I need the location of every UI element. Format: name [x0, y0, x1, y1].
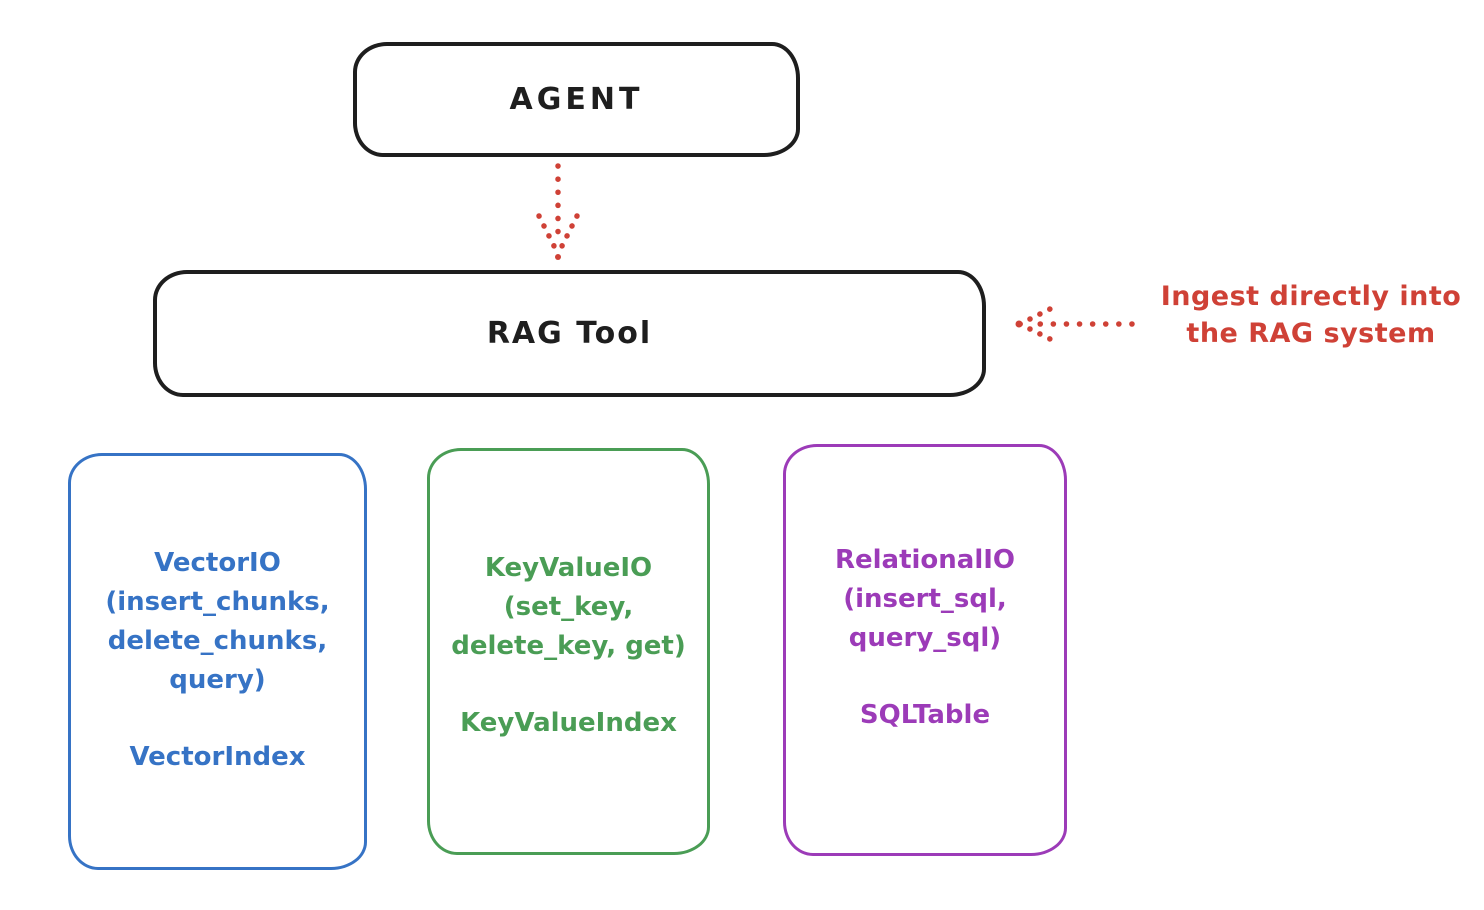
vector-io-title-line: (insert_chunks,: [105, 587, 330, 617]
ingest-annotation: Ingest directly into the RAG system: [1138, 278, 1484, 352]
agent-node: AGENT: [353, 42, 800, 157]
keyvalue-io-title-line: (set_key,: [503, 592, 634, 622]
storage-box-vector-io: VectorIO (insert_chunks, delete_chunks, …: [68, 453, 367, 870]
relational-io-title-line: query_sql): [848, 623, 1002, 653]
relational-io-title-line: (insert_sql,: [843, 584, 1007, 614]
ingest-annotation-line-1: Ingest directly into: [1160, 281, 1462, 312]
storage-box-relational-io: RelationalIO (insert_sql, query_sql) SQL…: [783, 444, 1067, 856]
storage-box-keyvalue-io: KeyValueIO (set_key, delete_key, get) Ke…: [427, 448, 710, 855]
agent-label: AGENT: [509, 82, 644, 117]
sql-table-label: SQLTable: [859, 700, 991, 730]
ingest-annotation-line-2: the RAG system: [1186, 318, 1436, 349]
vector-index-label: VectorIndex: [129, 742, 306, 772]
vector-io-title: VectorIO (insert_chunks, delete_chunks, …: [105, 544, 329, 700]
keyvalue-io-title: KeyValueIO (set_key, delete_key, get): [451, 549, 686, 666]
vector-io-title-line: VectorIO: [154, 548, 281, 578]
ingest-arrow-icon: [1015, 302, 1135, 346]
rag-tool-node: RAG Tool: [153, 270, 986, 397]
keyvalue-index-label: KeyValueIndex: [460, 708, 677, 738]
relational-io-title: RelationalIO (insert_sql, query_sql): [835, 541, 1015, 658]
agent-to-ragtool-arrow-icon: [536, 163, 580, 260]
keyvalue-io-title-line: KeyValueIO: [484, 553, 653, 583]
vector-io-title-line: query): [169, 665, 266, 695]
rag-tool-label: RAG Tool: [486, 316, 653, 351]
relational-io-title-line: RelationalIO: [834, 545, 1016, 575]
vector-io-title-line: delete_chunks,: [107, 626, 328, 656]
keyvalue-io-title-line: delete_key, get): [451, 631, 686, 661]
